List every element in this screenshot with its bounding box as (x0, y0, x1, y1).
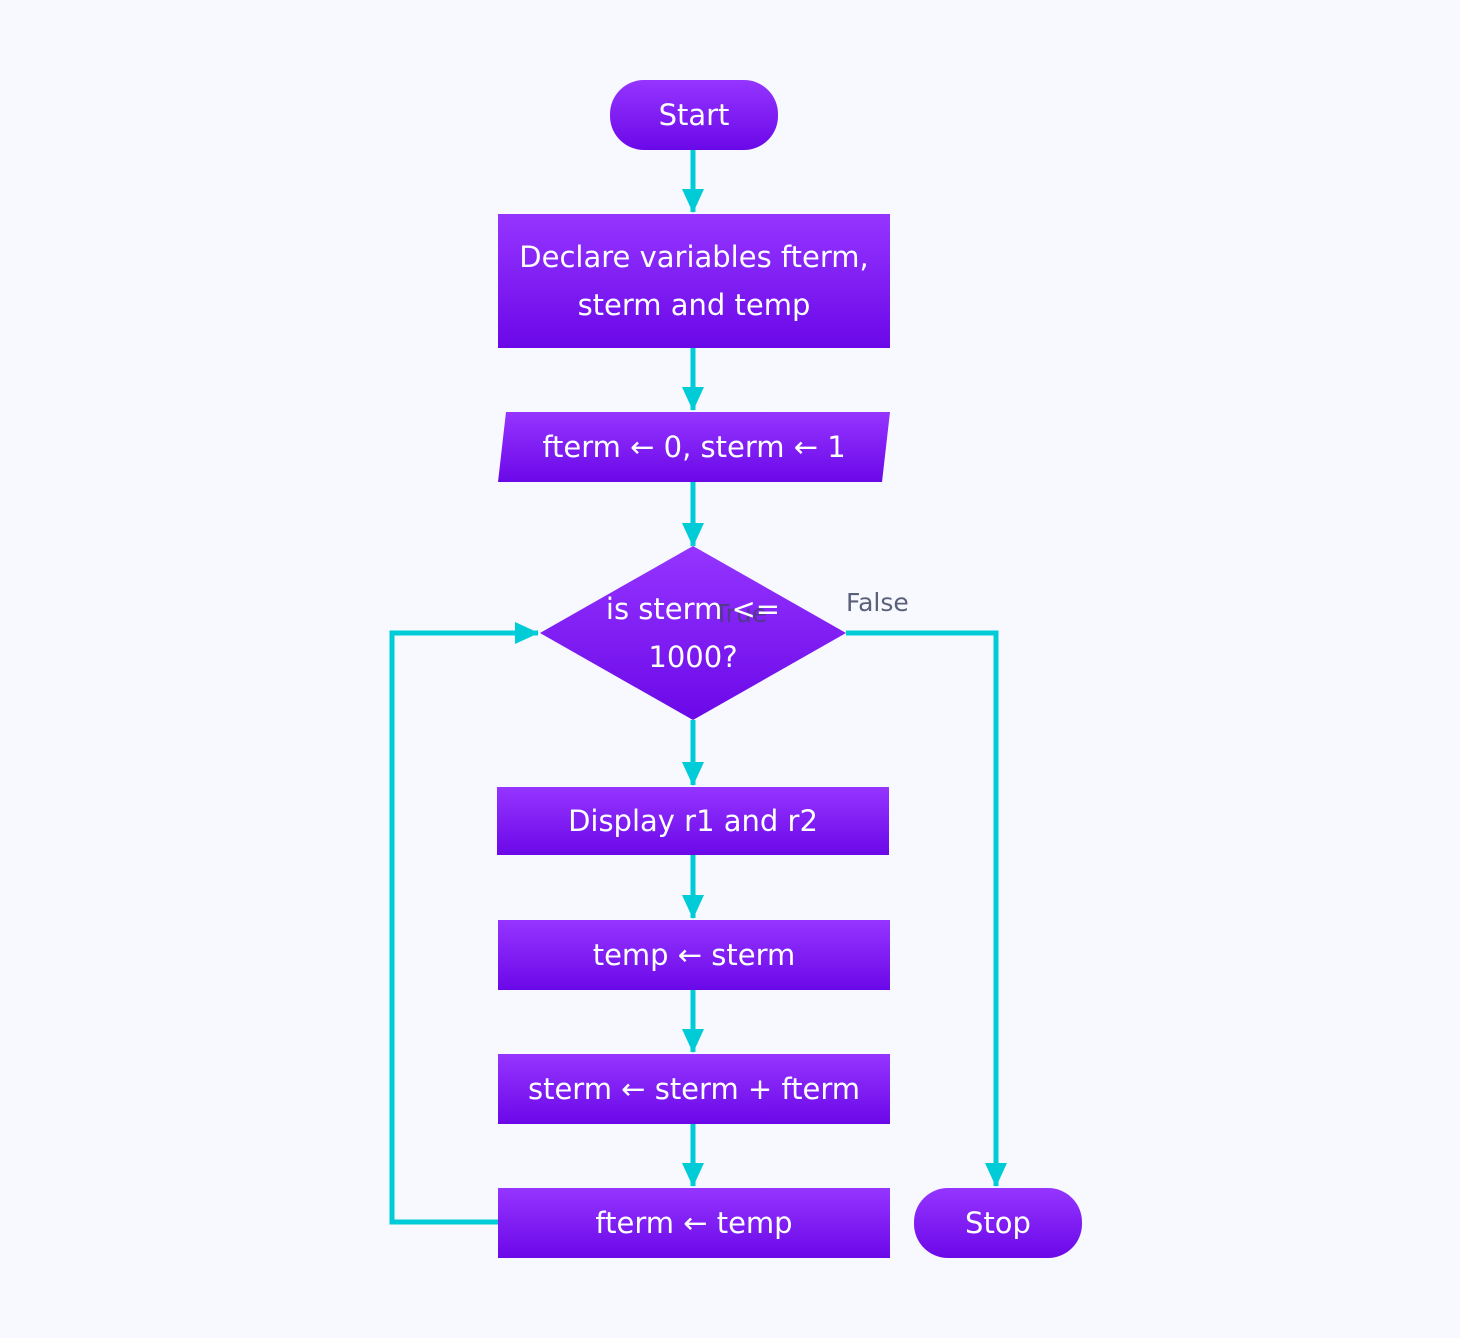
declare-variables-label: Declare variables fterm, sterm and temp (519, 240, 869, 322)
decision-diamond-shape (540, 546, 846, 720)
declare-variables-box: Declare variables fterm, sterm and temp (498, 214, 890, 348)
initialize-label: fterm ← 0, sterm ← 1 (542, 430, 846, 464)
start-terminal: Start (610, 80, 778, 150)
display-label: Display r1 and r2 (568, 804, 818, 838)
fterm-assign-label: fterm ← temp (595, 1206, 793, 1240)
stop-terminal: Stop (914, 1188, 1082, 1258)
false-edge-label: False (846, 588, 909, 617)
condition-decision: is sterm <= 1000? (540, 546, 846, 720)
arrow-loop-back (389, 622, 539, 1225)
sterm-assign-box: sterm ← sterm + fterm (498, 1054, 890, 1124)
stop-label: Stop (965, 1206, 1031, 1240)
fterm-assign-box: fterm ← temp (498, 1188, 890, 1258)
display-box: Display r1 and r2 (497, 787, 889, 855)
temp-assign-box: temp ← sterm (498, 920, 890, 990)
true-edge-label: True (714, 599, 768, 628)
temp-assign-label: temp ← sterm (592, 938, 796, 972)
sterm-assign-label: sterm ← sterm + fterm (527, 1072, 860, 1106)
condition-label: is sterm <= 1000? (605, 592, 781, 674)
arrow-false-to-stop (846, 630, 1007, 1187)
initialize-input-box: fterm ← 0, sterm ← 1 (498, 412, 890, 482)
start-label: Start (658, 98, 730, 132)
